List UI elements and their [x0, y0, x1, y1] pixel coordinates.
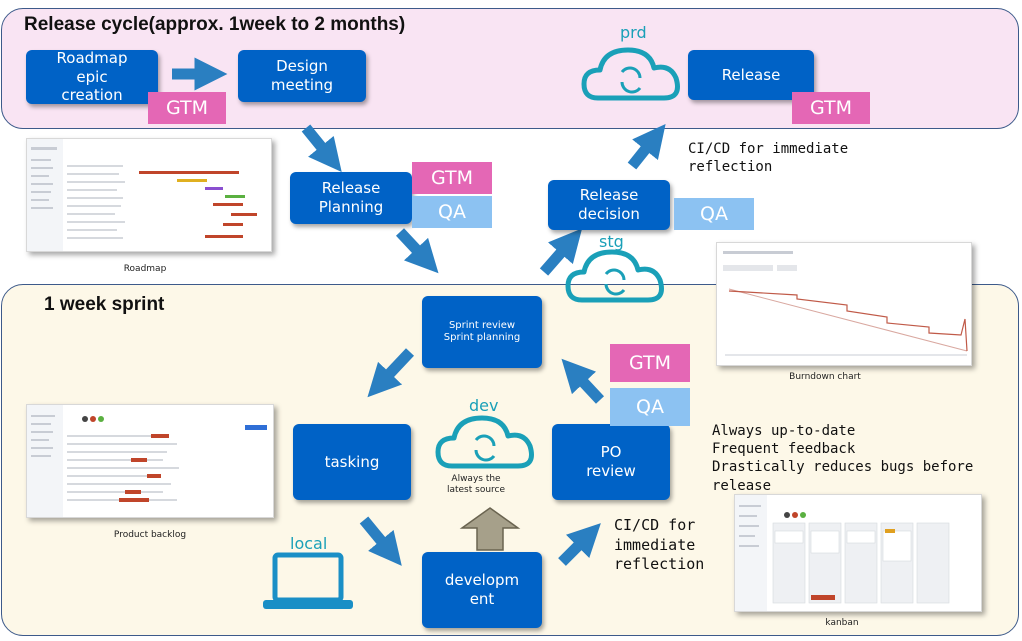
- gtm-tag: GTM: [148, 92, 226, 124]
- dev-caption: Always the latest source: [446, 474, 506, 496]
- burndown-caption: Burndown chart: [789, 372, 861, 382]
- arrow-planning-to-sprint: [395, 228, 439, 274]
- arrow-tasking-to-development: [359, 516, 402, 566]
- gtm-tag: GTM: [610, 344, 690, 382]
- arrow-design-to-planning: [301, 124, 342, 172]
- roadmap-epic-creation-box: Roadmap epic creation: [26, 49, 158, 104]
- sprint-review-box: Sprint review Sprint planning: [422, 296, 542, 368]
- release-planning-box: Release Planning: [290, 172, 412, 224]
- kanban-screenshot: [734, 494, 982, 612]
- gtm-tag: GTM: [412, 162, 492, 194]
- sprint-cicd-note: CI/CD for immediate reflection: [614, 516, 705, 573]
- qa-tag: QA: [412, 196, 492, 228]
- tasking-box: tasking: [293, 424, 411, 500]
- prd-label: prd: [620, 23, 647, 42]
- dev-label: dev: [469, 396, 499, 415]
- qa-tag: QA: [610, 388, 690, 426]
- qa-tag: QA: [674, 198, 754, 230]
- release-decision-box: Release decision: [548, 180, 670, 230]
- roadmap-caption: Roadmap: [123, 264, 167, 274]
- up-arrow-icon: [459, 507, 521, 551]
- laptop-icon: [263, 552, 353, 609]
- benefits-note: Always up-to-date Frequent feedback Dras…: [712, 423, 974, 494]
- product-backlog-screenshot: [26, 404, 274, 518]
- release-cycle-title: Release cycle(approx. 1week to 2 months): [24, 14, 406, 35]
- backlog-caption: Product backlog: [113, 530, 187, 540]
- cloud-sync-icon: [581, 47, 680, 101]
- stg-label: stg: [599, 232, 624, 251]
- sprint-title: 1 week sprint: [44, 294, 165, 315]
- cloud-sync-icon: [565, 249, 664, 303]
- development-box: developm ent: [422, 552, 542, 628]
- design-meeting-box: Design meeting: [238, 50, 366, 102]
- kanban-caption: kanban: [825, 618, 859, 628]
- po-review-box: PO review: [552, 424, 670, 500]
- arrow-po-to-review: [561, 358, 605, 404]
- local-label: local: [290, 534, 328, 553]
- roadmap-screenshot: [26, 138, 272, 252]
- arrow-decision-to-release: [627, 123, 666, 170]
- release-box: Release: [688, 50, 814, 100]
- arrow-review-to-tasking: [367, 348, 415, 398]
- gtm-tag: GTM: [792, 92, 870, 124]
- arrow-development-to-po: [558, 523, 601, 566]
- burndown-screenshot: [716, 242, 972, 366]
- arrow-sprint-to-decision: [539, 228, 583, 276]
- release-cicd-note: CI/CD for immediate reflection: [688, 141, 849, 176]
- cloud-sync-icon: [435, 415, 534, 469]
